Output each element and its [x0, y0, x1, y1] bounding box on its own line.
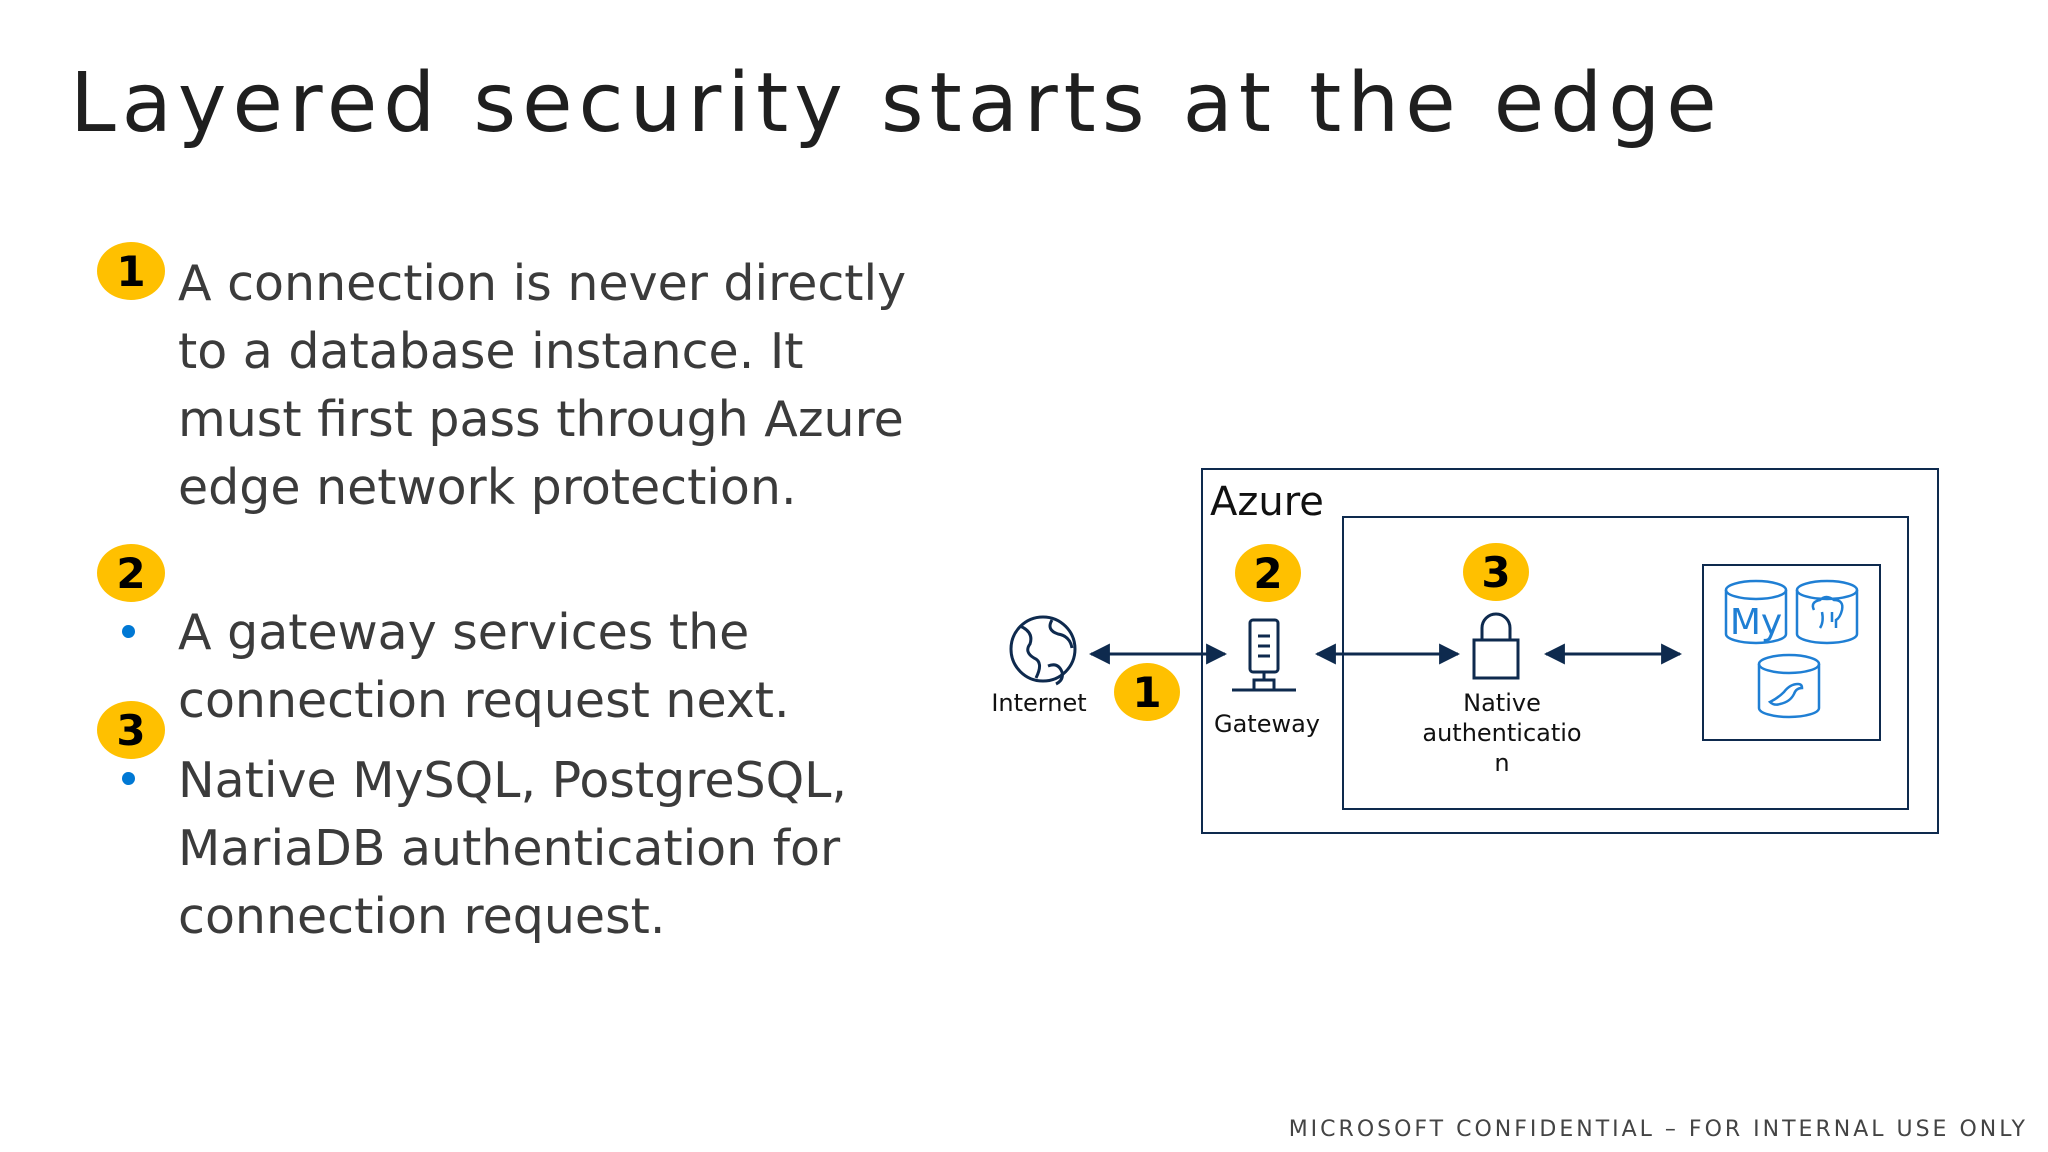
lock-icon	[1472, 612, 1520, 680]
internet-label: Internet	[991, 689, 1086, 717]
confidential-footer: MICROSOFT CONFIDENTIAL – FOR INTERNAL US…	[1288, 1117, 2028, 1142]
globe-icon	[1009, 615, 1077, 686]
badge-2-number: 2	[1253, 549, 1282, 598]
database-group	[1702, 564, 1881, 741]
badge-2-circle	[1235, 544, 1301, 602]
mariadb-database-icon	[1757, 653, 1821, 719]
badge-3-circle	[1463, 543, 1529, 601]
mysql-database-icon	[1724, 579, 1788, 645]
badge-2: 2	[97, 544, 165, 602]
auth-label-line3: n	[1494, 749, 1509, 777]
gateway-label: Gateway	[1214, 710, 1320, 738]
badge-3: 3	[97, 701, 165, 759]
badge-1-circle	[1114, 663, 1180, 721]
azure-label: Azure	[1210, 479, 1324, 525]
point-edge-protection: A connection is never directly to a data…	[178, 255, 907, 516]
bullet-dot	[122, 772, 135, 785]
database-boundary	[1342, 516, 1909, 810]
bullet-dot	[122, 625, 135, 638]
badge-1-number: 1	[1132, 668, 1161, 717]
point-native-auth: Native MySQL, PostgreSQL, MariaDB authen…	[178, 752, 848, 945]
slide-title: Layered security starts at the edge	[70, 56, 1723, 151]
postgresql-database-icon	[1795, 579, 1859, 645]
auth-label-line1: Native	[1463, 689, 1541, 717]
badge-3-number: 3	[1481, 548, 1510, 597]
point-gateway: A gateway services the connection reques…	[178, 604, 790, 729]
mysql-glyph: My	[1730, 602, 1782, 643]
badge-1: 1	[97, 242, 165, 300]
server-icon	[1232, 618, 1296, 692]
auth-label-line2: authenticatio	[1422, 719, 1581, 747]
